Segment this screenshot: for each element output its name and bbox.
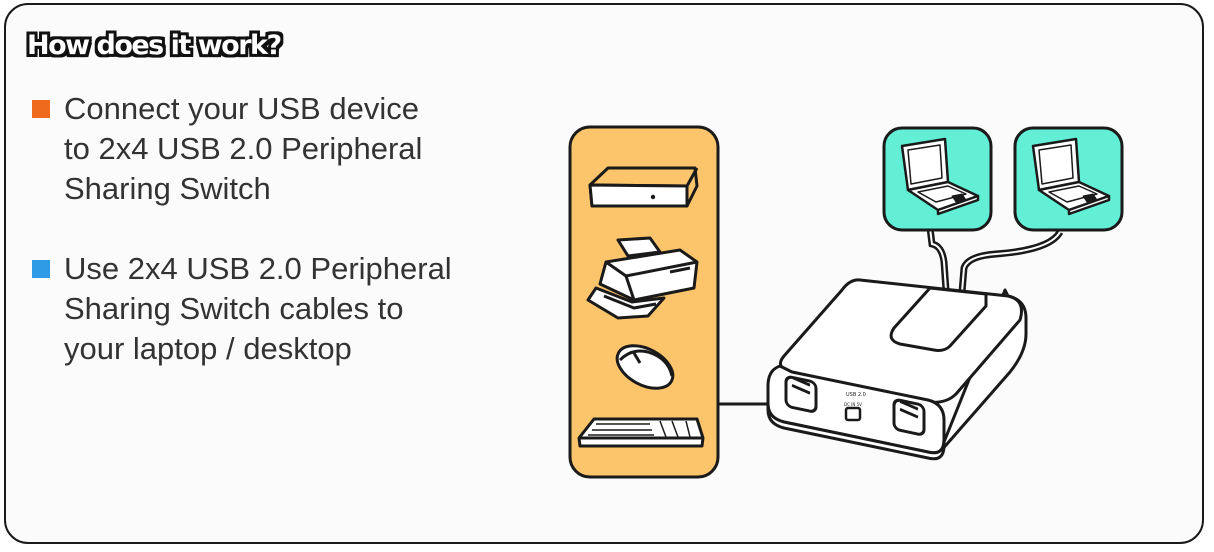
power-port xyxy=(844,406,862,422)
step-connect-usb: Connect your USB device to 2x4 USB 2.0 P… xyxy=(32,89,524,209)
switch-model-label: USB 2.0 xyxy=(846,392,866,398)
mouse-icon xyxy=(615,344,675,390)
heading: How does it work? xyxy=(27,30,282,61)
laptop-icon xyxy=(900,137,980,216)
keyboard-icon xyxy=(577,417,705,448)
printer-icon xyxy=(586,236,699,320)
computer-cable-2-inner xyxy=(961,231,1061,293)
step-connect-computers-text: Use 2x4 USB 2.0 Peripheral Sharing Switc… xyxy=(64,251,452,366)
step-connect-usb-text: Connect your USB device to 2x4 USB 2.0 P… xyxy=(64,91,423,206)
computer-cable-1-inner xyxy=(929,227,947,291)
usb-sharing-switch xyxy=(766,278,1028,461)
blue-bullet-square xyxy=(32,260,50,278)
switch-power-label: DC IN 5V xyxy=(844,402,862,407)
usb-port-left xyxy=(784,375,818,413)
computer-cable-2 xyxy=(958,229,1064,293)
laptop-icon xyxy=(1031,137,1111,216)
usb-port-right xyxy=(892,398,926,436)
step-connect-computers: Use 2x4 USB 2.0 Peripheral Sharing Switc… xyxy=(32,249,524,369)
orange-bullet-square xyxy=(32,100,50,118)
external-drive-icon xyxy=(588,166,699,208)
